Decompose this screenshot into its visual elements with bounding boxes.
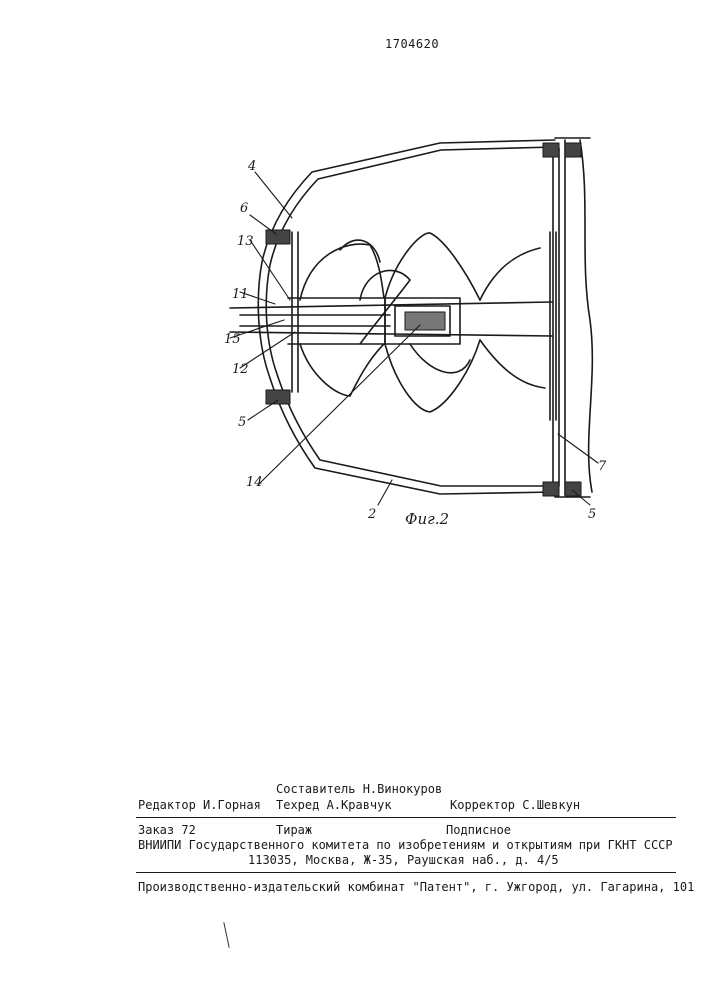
left-plate <box>292 232 298 392</box>
callout-12: 12 <box>232 362 249 377</box>
callout-6: 6 <box>240 201 248 216</box>
callout-13: 13 <box>237 234 254 249</box>
technical-drawing: 4 6 13 11 15 12 5 14 2 7 5 <box>0 0 707 560</box>
subscription-line: Подписное <box>446 823 511 837</box>
compiler-line: Составитель Н.Винокуров <box>276 782 442 796</box>
order-line: Заказ 72 <box>138 823 196 837</box>
divider-top <box>136 817 676 818</box>
auger-loop-mid <box>410 344 470 373</box>
institute-line: ВНИИПИ Государственного комитета по изоб… <box>138 838 673 852</box>
publisher-line: Производственно-издательский комбинат "П… <box>138 880 694 894</box>
callout-11: 11 <box>232 287 249 302</box>
auger-flight-2 <box>385 233 480 300</box>
auger-flight-1b <box>300 344 384 396</box>
callout-5-right: 5 <box>588 507 596 522</box>
callout-4: 4 <box>247 159 256 174</box>
shaft-inner-tube <box>240 315 390 326</box>
divider-bottom <box>136 872 676 873</box>
techred-line: Техред А.Кравчук <box>276 798 392 812</box>
auger-flight-3 <box>480 248 540 300</box>
editor-line: Редактор И.Горная <box>138 798 261 812</box>
auger-flight-3b <box>480 340 545 388</box>
callout-14: 14 <box>246 475 263 490</box>
shaft <box>230 302 552 336</box>
circulation-line: Тираж <box>276 823 312 837</box>
callout-7: 7 <box>598 459 607 474</box>
scan-mark <box>223 922 229 948</box>
callout-5-left: 5 <box>238 415 246 430</box>
auger-flight-1 <box>300 244 384 300</box>
callout-2: 2 <box>367 507 376 522</box>
callout-15: 15 <box>224 332 241 347</box>
coupling-insert <box>405 312 445 330</box>
corrector-line: Корректор С.Шевкун <box>450 798 580 812</box>
figure-caption: Фиг.2 <box>405 510 449 528</box>
address-line: 113035, Москва, Ж-35, Раушская наб., д. … <box>248 853 559 867</box>
auger-flight-2b <box>385 340 480 412</box>
